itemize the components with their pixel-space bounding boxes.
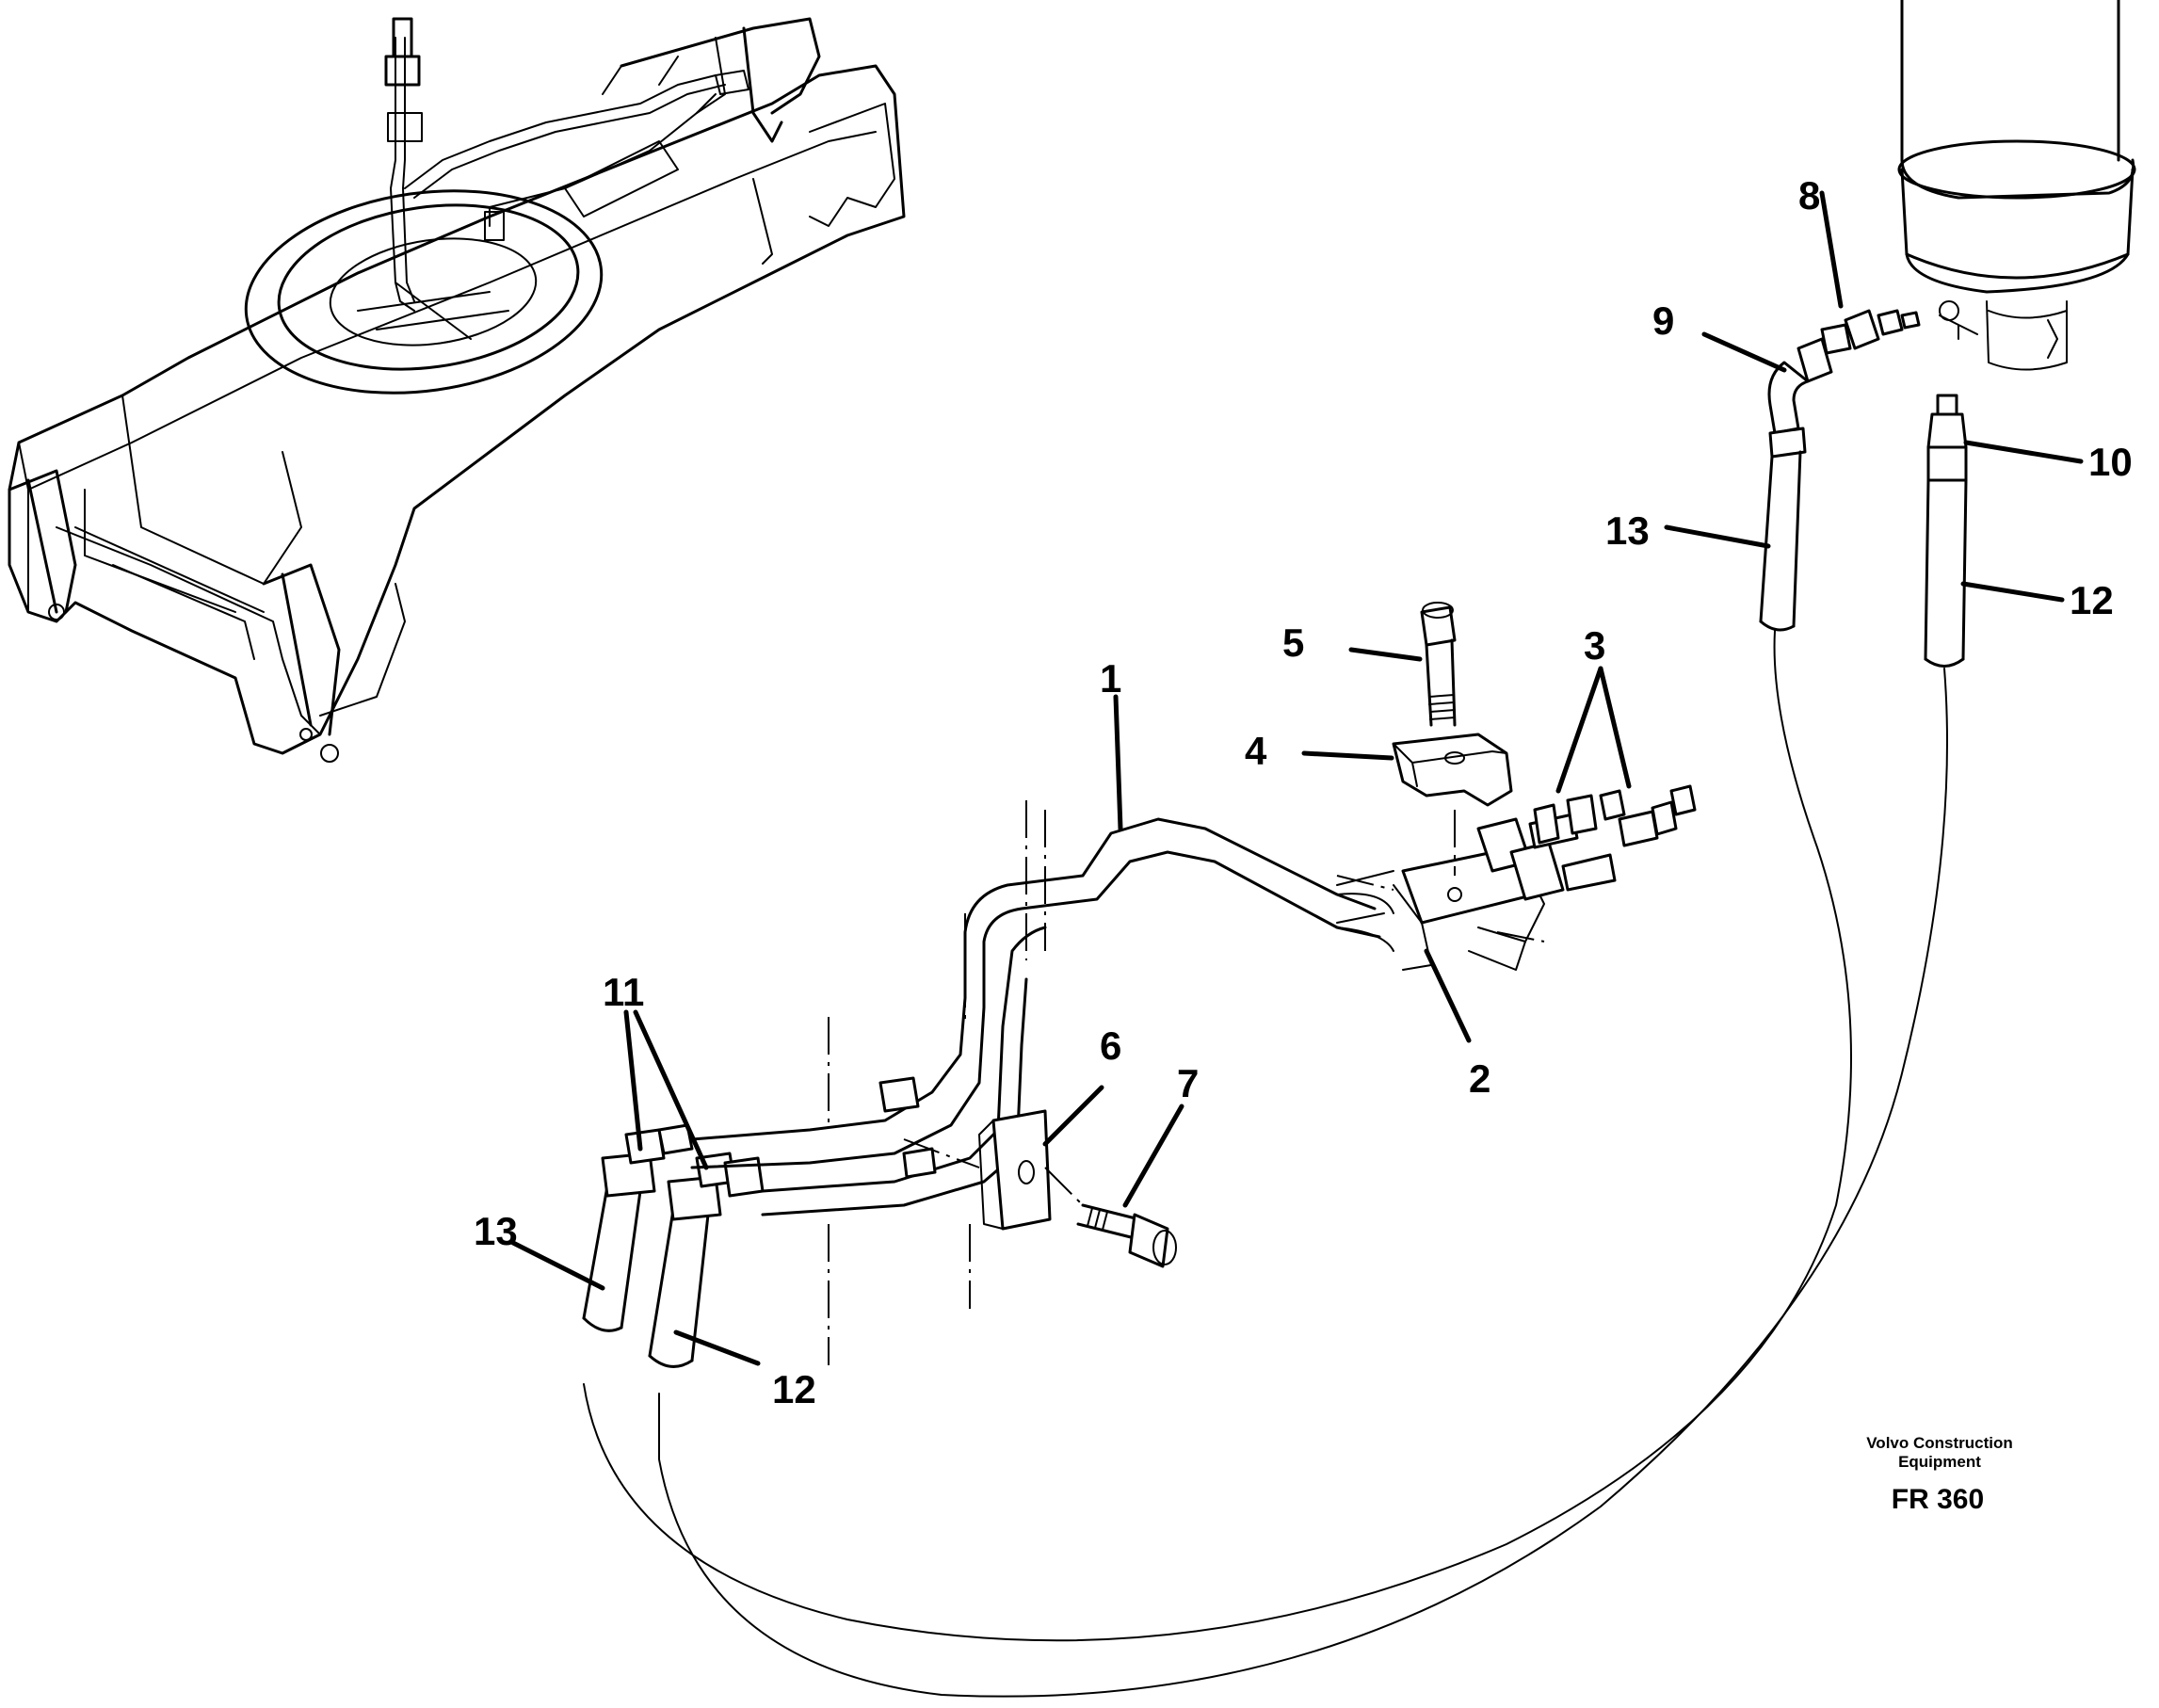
callout-3: 3 xyxy=(1584,623,1605,668)
callout-7: 7 xyxy=(1177,1061,1199,1105)
credit-line-1: Volvo Construction xyxy=(1866,1434,2013,1452)
upper-frame-drawing xyxy=(8,17,906,763)
fitting-8 xyxy=(1820,309,1921,355)
callout-5: 5 xyxy=(1282,620,1304,665)
figure-code: FR 360 xyxy=(1892,1484,1984,1515)
leader-lines xyxy=(510,190,2084,1366)
swivel-cylinder-drawing xyxy=(1897,0,2136,371)
bolt-5 xyxy=(1420,602,1457,727)
callout-2: 2 xyxy=(1469,1056,1490,1101)
callout-12-left: 12 xyxy=(772,1367,816,1411)
callout-6: 6 xyxy=(1100,1023,1121,1068)
callout-9: 9 xyxy=(1652,298,1674,343)
credit-line-2: Equipment xyxy=(1898,1453,1981,1471)
callout-4: 4 xyxy=(1245,729,1267,773)
centerlines xyxy=(828,800,1545,1365)
callout-11: 11 xyxy=(603,970,644,1014)
elbow-fitting-9 xyxy=(1767,337,1833,459)
callout-10: 10 xyxy=(2088,440,2133,484)
callout-13-right: 13 xyxy=(1605,508,1650,553)
fitting-10 xyxy=(1926,394,1968,482)
callout-1: 1 xyxy=(1100,656,1121,701)
callout-13-left: 13 xyxy=(474,1209,518,1253)
clamp-6 xyxy=(978,1109,1052,1231)
bolt-7 xyxy=(1076,1203,1177,1268)
hoses xyxy=(582,450,1968,1698)
callout-8: 8 xyxy=(1798,173,1820,218)
credit-block: Volvo Construction Equipment FR 360 xyxy=(1866,1434,2013,1515)
callout-labels: 1 2 3 4 5 6 7 8 9 10 11 12 12 13 13 xyxy=(474,173,2133,1411)
clamp-4 xyxy=(1392,733,1513,807)
pipes xyxy=(690,784,1697,1217)
callout-12-right: 12 xyxy=(2070,578,2114,622)
